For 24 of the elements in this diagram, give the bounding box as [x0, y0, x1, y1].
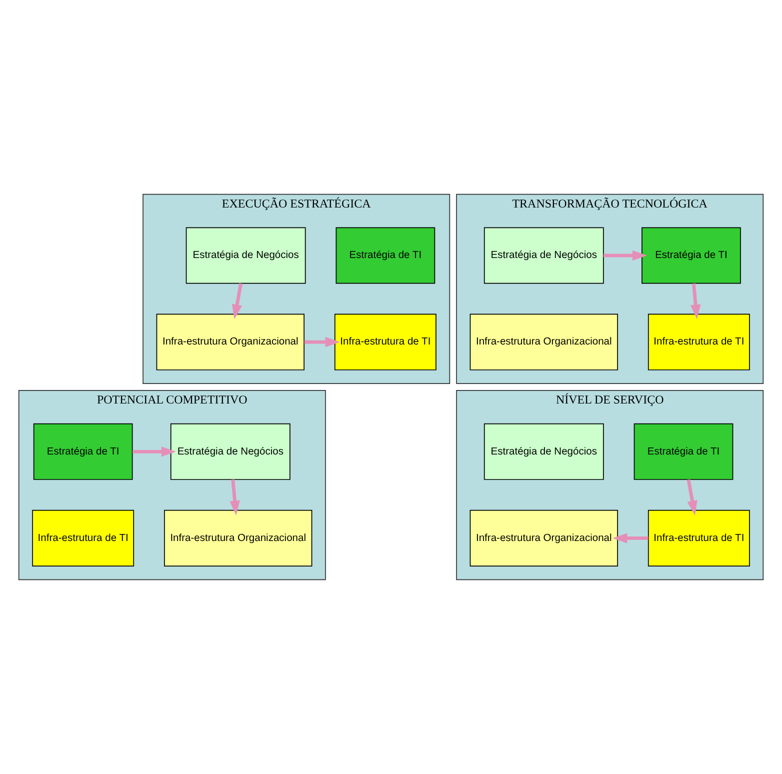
node-box: Estratégia de Negócios — [186, 227, 306, 284]
node-box: Estratégia de Negócios — [170, 423, 290, 480]
node-box: Estratégia de TI — [336, 227, 436, 284]
arrow — [603, 250, 648, 261]
node-box: Infra-estrutura Organizacional — [470, 510, 618, 566]
arrow — [304, 336, 340, 348]
arrow — [690, 283, 701, 320]
node-box: Infra-estrutura Organizacional — [470, 314, 618, 370]
node-box: Estratégia de TI — [642, 227, 741, 284]
node-box: Infra-estrutura de TI — [334, 314, 436, 370]
node-box: Estratégia de Negócios — [484, 227, 604, 284]
arrow — [132, 446, 176, 457]
node-box: Infra-estrutura Organizacional — [164, 510, 312, 566]
arrow — [612, 533, 648, 544]
node-box: Infra-estrutura de TI — [32, 510, 134, 566]
node-box: Estratégia de TI — [33, 423, 133, 480]
node-box: Estratégia de TI — [634, 423, 734, 480]
arrow — [230, 479, 240, 516]
node-box: Estratégia de Negócios — [484, 423, 604, 480]
node-box: Infra-estrutura de TI — [648, 314, 750, 370]
node-box: Infra-estrutura Organizacional — [156, 314, 304, 370]
arrow — [232, 283, 243, 320]
node-box: Infra-estrutura de TI — [648, 510, 750, 566]
arrow — [686, 479, 698, 516]
